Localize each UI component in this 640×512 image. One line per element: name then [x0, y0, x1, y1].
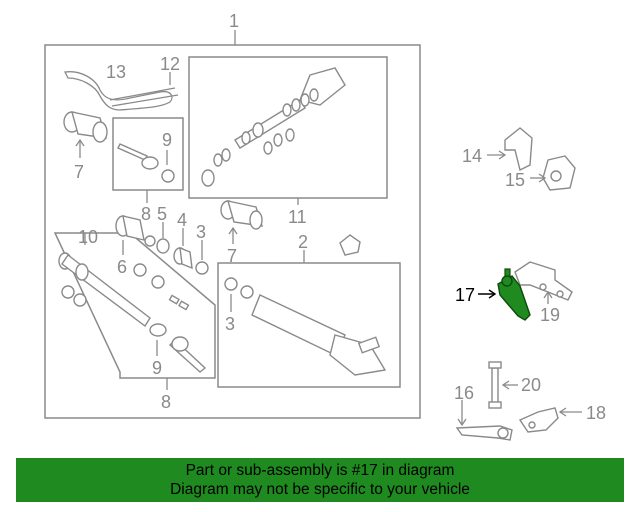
callout-4[interactable]: 4 — [177, 210, 187, 230]
bolt-20 — [488, 361, 502, 409]
callout-20[interactable]: 20 — [521, 375, 541, 395]
callout-9-bottom[interactable]: 9 — [152, 358, 162, 378]
callout-19[interactable]: 19 — [540, 305, 560, 325]
callout-12[interactable]: 12 — [160, 54, 180, 74]
subassembly-box-2 — [217, 262, 401, 388]
callout-3-lower[interactable]: 3 — [225, 314, 235, 334]
subassembly-box-8-top — [112, 117, 184, 191]
seal-rings-11 — [201, 88, 319, 187]
boot-7-right — [220, 200, 264, 230]
parts-diagram: 1 11 8 2 10 8 13 12 7 7 9 — [44, 11, 606, 441]
bushing-15 — [542, 155, 576, 191]
banner-line-1: Part or sub-assembly is #17 in diagram — [185, 462, 455, 479]
callout-18[interactable]: 18 — [586, 403, 606, 423]
callout-17[interactable]: 17 — [455, 285, 475, 305]
callout-5[interactable]: 5 — [157, 204, 167, 224]
callout-2[interactable]: 2 — [298, 232, 308, 252]
bushing-4 — [173, 246, 193, 270]
bracket-14 — [504, 127, 533, 172]
inner-tie-rod-bottom — [149, 323, 207, 373]
tie-rod-end-16 — [455, 425, 513, 441]
callout-16[interactable]: 16 — [454, 383, 474, 403]
callout-7-left[interactable]: 7 — [74, 162, 84, 182]
info-banner: Part or sub-assembly is #17 in diagram D… — [16, 458, 624, 502]
washer-3-top — [195, 261, 209, 275]
callout-8-bottom[interactable]: 8 — [161, 392, 171, 412]
callout-8-top[interactable]: 8 — [141, 204, 151, 224]
rack-housing-2 — [251, 294, 387, 376]
steering-arm-19 — [514, 261, 573, 301]
arm-18 — [518, 407, 559, 433]
bushing-5 — [156, 238, 170, 254]
callout-6[interactable]: 6 — [117, 257, 127, 277]
callout-14[interactable]: 14 — [462, 146, 482, 166]
callout-15[interactable]: 15 — [505, 170, 525, 190]
callout-13[interactable]: 13 — [106, 62, 126, 82]
rack-10 — [58, 252, 190, 328]
tie-rod-end-17[interactable] — [497, 268, 531, 321]
subassembly-box-11 — [188, 56, 388, 199]
callout-3-top[interactable]: 3 — [196, 222, 206, 242]
washer-3-lower — [224, 277, 238, 291]
bushing-6 — [115, 215, 145, 241]
banner-line-2: Diagram may not be specific to your vehi… — [170, 481, 470, 498]
assembly-box-1 — [44, 44, 421, 419]
inner-tie-rod-top — [117, 143, 159, 170]
boot-7-left — [63, 111, 108, 143]
callout-7-right[interactable]: 7 — [227, 246, 237, 266]
callout-11[interactable]: 11 — [288, 207, 307, 227]
bracket-2 — [339, 234, 361, 256]
callout-10[interactable]: 10 — [78, 227, 98, 247]
callout-9-top[interactable]: 9 — [162, 130, 172, 150]
callout-1[interactable]: 1 — [229, 11, 239, 31]
hose-13 — [64, 71, 173, 111]
